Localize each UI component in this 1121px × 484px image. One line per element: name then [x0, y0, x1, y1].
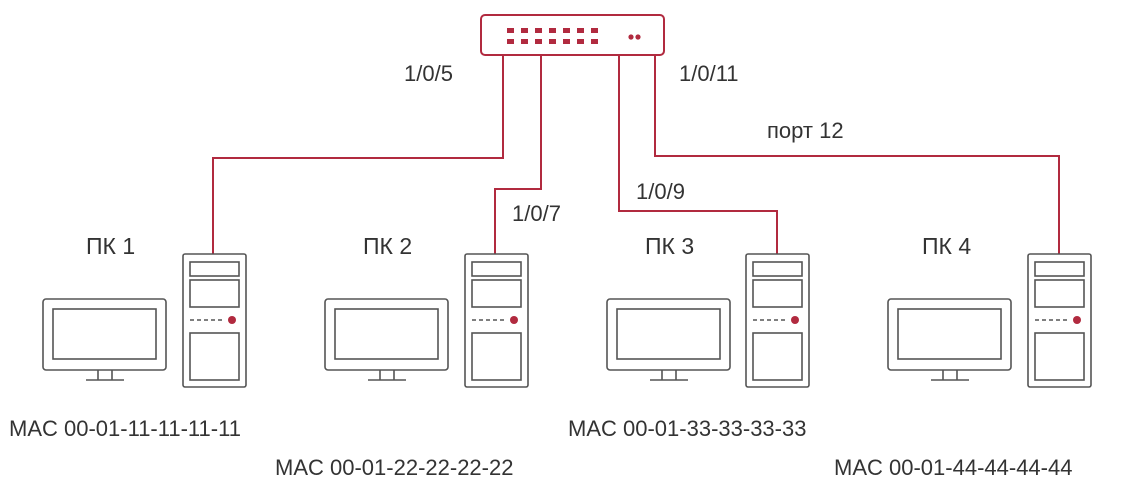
network-switch-icon	[480, 14, 665, 56]
switch-port-leds	[507, 28, 641, 44]
pc-label: ПК 4	[922, 233, 971, 259]
pc-label: ПК 2	[363, 233, 412, 259]
mac-address: MAC 00-01-44-44-44-44	[834, 455, 1072, 480]
mac-address: MAC 00-01-22-22-22-22	[275, 455, 513, 480]
port-label-12: порт 12	[767, 118, 844, 143]
port-label-1-0-9: 1/0/9	[636, 179, 685, 204]
pc-4: ПК 4 MAC 00-01-44-44-44-44	[834, 233, 1092, 480]
port-label-1-0-11: 1/0/11	[679, 61, 739, 86]
pc-label: ПК 3	[645, 233, 694, 259]
monitor-icon	[324, 298, 449, 381]
port-label-1-0-5: 1/0/5	[404, 61, 453, 86]
system-unit-icon	[464, 253, 529, 388]
system-unit-icon	[745, 253, 810, 388]
system-unit-icon	[1027, 253, 1092, 388]
port-label-1-0-7: 1/0/7	[512, 201, 561, 226]
monitor-icon	[887, 298, 1012, 381]
pc-3: ПК 3 MAC 00-01-33-33-33-33	[568, 233, 810, 441]
monitor-icon	[606, 298, 731, 381]
cable-pc4	[654, 55, 1060, 254]
cable-pc3	[618, 55, 778, 254]
mac-address: MAC 00-01-11-11-11-11	[9, 416, 241, 441]
monitor-icon	[42, 298, 167, 381]
pc-2: ПК 2 MAC 00-01-22-22-22-22	[275, 233, 529, 480]
cables	[212, 55, 1060, 254]
mac-address: MAC 00-01-33-33-33-33	[568, 416, 806, 441]
cable-pc2	[494, 55, 542, 254]
cable-pc1	[212, 55, 504, 254]
pc-label: ПК 1	[86, 233, 135, 259]
system-unit-icon	[182, 253, 247, 388]
pc-1: ПК 1 MAC 00-01-11-11-11-11	[9, 233, 247, 441]
